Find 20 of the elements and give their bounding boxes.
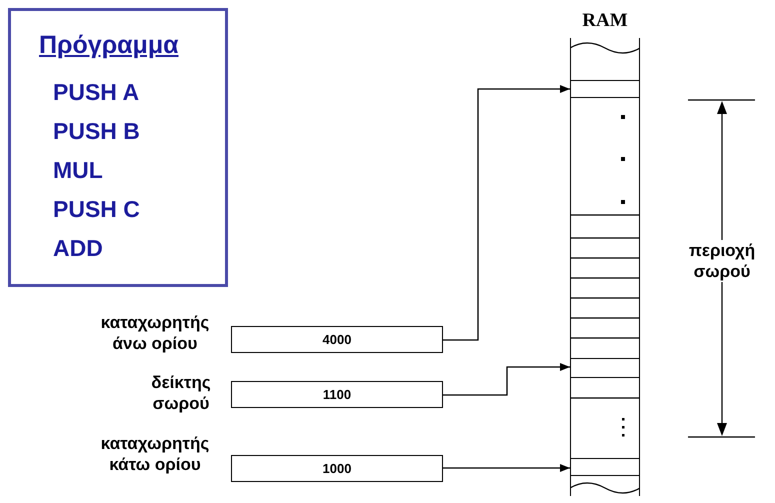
- register-label: δείκτης σωρού: [150, 372, 212, 414]
- register-box: 1000: [231, 455, 443, 482]
- memory-cell: [570, 80, 640, 98]
- program-heading: Πρόγραμμα: [39, 31, 178, 60]
- memory-cell: [570, 358, 640, 378]
- arrow: [443, 363, 570, 396]
- memory-cell: [570, 458, 640, 476]
- instruction-text: PUSH B: [53, 118, 140, 145]
- instruction-text: MUL: [53, 157, 103, 184]
- instruction-text: PUSH A: [53, 79, 140, 106]
- instruction-text: PUSH C: [53, 196, 140, 223]
- program-box: [8, 8, 228, 287]
- register-box: 1100: [231, 381, 443, 408]
- arrow: [443, 85, 570, 341]
- register-box: 4000: [231, 326, 443, 353]
- arrow: [443, 464, 570, 472]
- instruction-text: ADD: [53, 235, 103, 262]
- memory-heading: RAM: [581, 10, 629, 32]
- register-label: καταχωρητής κάτω ορίου: [100, 433, 210, 475]
- register-label: καταχωρητής άνω ορίου: [100, 312, 210, 354]
